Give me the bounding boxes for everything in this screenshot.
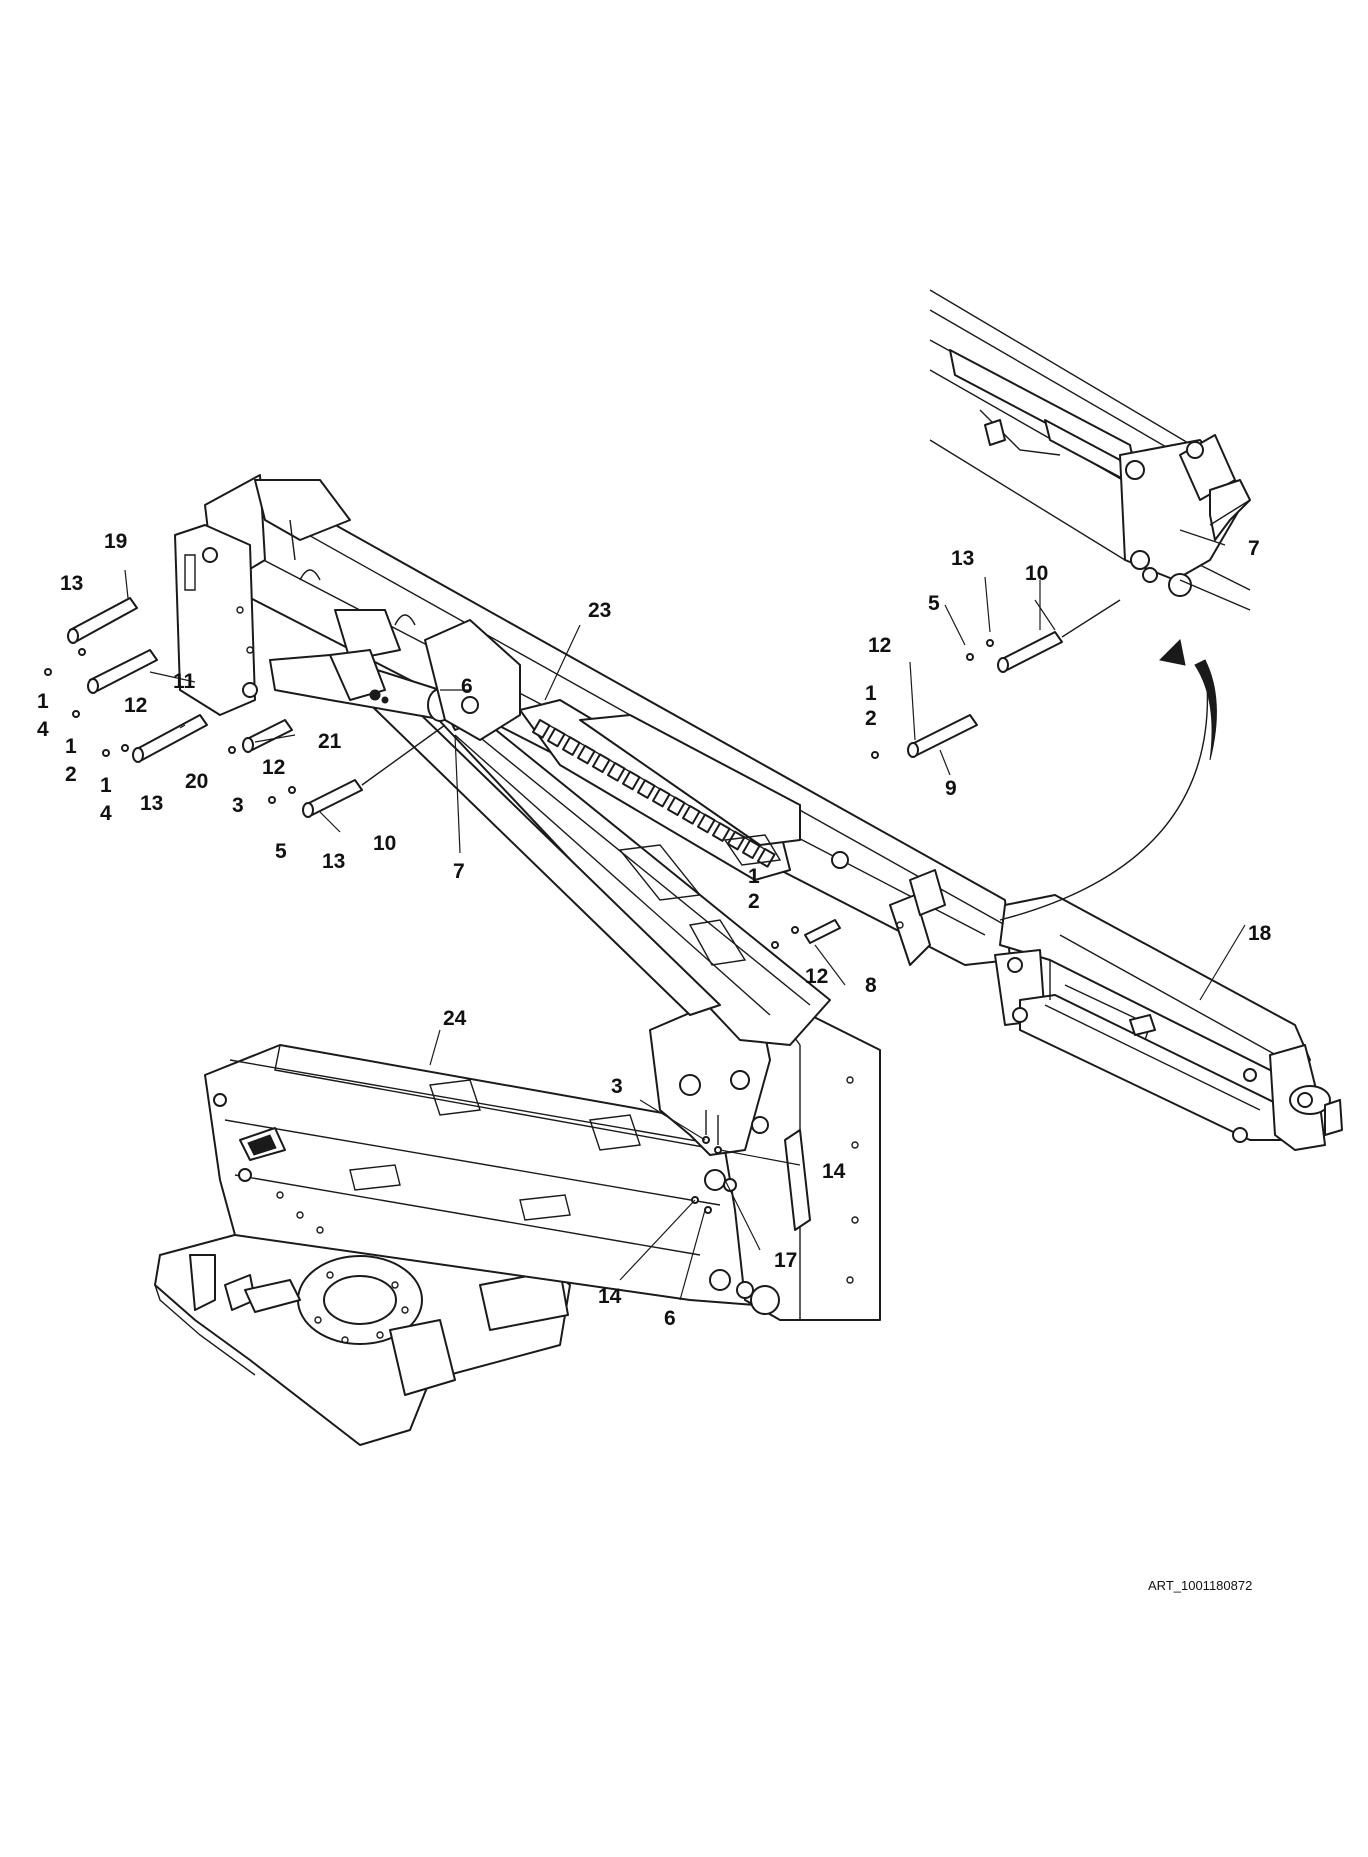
chain-link bbox=[712, 822, 731, 842]
pivot-cylinder-assembly bbox=[269, 619, 521, 741]
callout-10: 10 bbox=[1025, 562, 1048, 585]
callout-3: 3 bbox=[611, 1075, 623, 1098]
callout-7: 7 bbox=[1248, 537, 1260, 560]
exploded-pins-left bbox=[44, 597, 446, 818]
callout-23: 23 bbox=[588, 599, 611, 622]
chain-link bbox=[637, 779, 656, 799]
callout-13: 13 bbox=[951, 547, 974, 570]
leader-lines bbox=[124, 529, 1246, 1301]
callout-13: 13 bbox=[140, 792, 163, 815]
callout-20: 20 bbox=[185, 770, 208, 793]
chain-link bbox=[742, 839, 761, 860]
callout-2: 2 bbox=[865, 707, 877, 730]
chain-link bbox=[697, 813, 716, 834]
callout-14: 14 bbox=[598, 1285, 622, 1308]
callout-24: 24 bbox=[443, 1007, 467, 1030]
callout-5: 5 bbox=[928, 592, 940, 615]
callout-1: 1 bbox=[100, 774, 112, 797]
callout-17: 17 bbox=[774, 1249, 797, 1272]
chain-link bbox=[592, 753, 611, 774]
callout-9: 9 bbox=[945, 777, 957, 800]
chain-link bbox=[667, 796, 686, 817]
detail-arrow bbox=[999, 638, 1217, 921]
callout-7: 7 bbox=[453, 860, 465, 883]
callout-12: 12 bbox=[262, 756, 285, 779]
callout-12: 12 bbox=[868, 634, 891, 657]
callout-14: 14 bbox=[822, 1160, 846, 1183]
callout-19: 19 bbox=[104, 530, 127, 553]
lower-boom bbox=[204, 1044, 761, 1306]
chain-link bbox=[622, 770, 641, 791]
chain-link bbox=[607, 762, 626, 782]
chain-link bbox=[532, 719, 551, 739]
callout-6: 6 bbox=[664, 1307, 676, 1330]
callout-6: 6 bbox=[461, 675, 473, 698]
chain-link bbox=[547, 727, 566, 748]
callout-2: 2 bbox=[748, 890, 760, 913]
callout-5: 5 bbox=[275, 840, 287, 863]
chain-link bbox=[562, 736, 581, 756]
callout-4: 4 bbox=[100, 802, 112, 825]
art-reference-id: ART_1001180872 bbox=[1148, 1578, 1252, 1593]
callout-2: 2 bbox=[65, 763, 77, 786]
inset-detail bbox=[929, 289, 1251, 611]
callout-11: 11 bbox=[173, 670, 196, 693]
callout-1: 1 bbox=[748, 865, 760, 888]
callout-13: 13 bbox=[60, 572, 83, 595]
chain-link bbox=[577, 744, 596, 765]
callout-12: 12 bbox=[805, 965, 828, 988]
jib-assembly bbox=[994, 894, 1343, 1151]
boom-mount-bracket bbox=[174, 524, 258, 716]
callout-12: 12 bbox=[124, 694, 147, 717]
callout-10: 10 bbox=[373, 832, 396, 855]
callout-1: 1 bbox=[37, 690, 49, 713]
callout-18: 18 bbox=[1248, 922, 1272, 945]
chain-link bbox=[727, 830, 746, 851]
cable-chain bbox=[519, 699, 801, 881]
callout-3: 3 bbox=[232, 794, 244, 817]
chain-link bbox=[682, 805, 701, 825]
callout-13: 13 bbox=[322, 850, 345, 873]
exploded-pins-right bbox=[691, 599, 1121, 1214]
chain-link bbox=[652, 787, 671, 808]
callouts: 19 13 1 4 11 12 1 2 1 4 13 20 3 12 21 5 … bbox=[37, 530, 1272, 1593]
callout-21: 21 bbox=[318, 730, 342, 753]
callout-1: 1 bbox=[65, 735, 77, 758]
callout-4: 4 bbox=[37, 718, 49, 741]
support-bracket bbox=[831, 851, 946, 966]
callout-1: 1 bbox=[865, 682, 877, 705]
callout-8: 8 bbox=[865, 974, 877, 997]
